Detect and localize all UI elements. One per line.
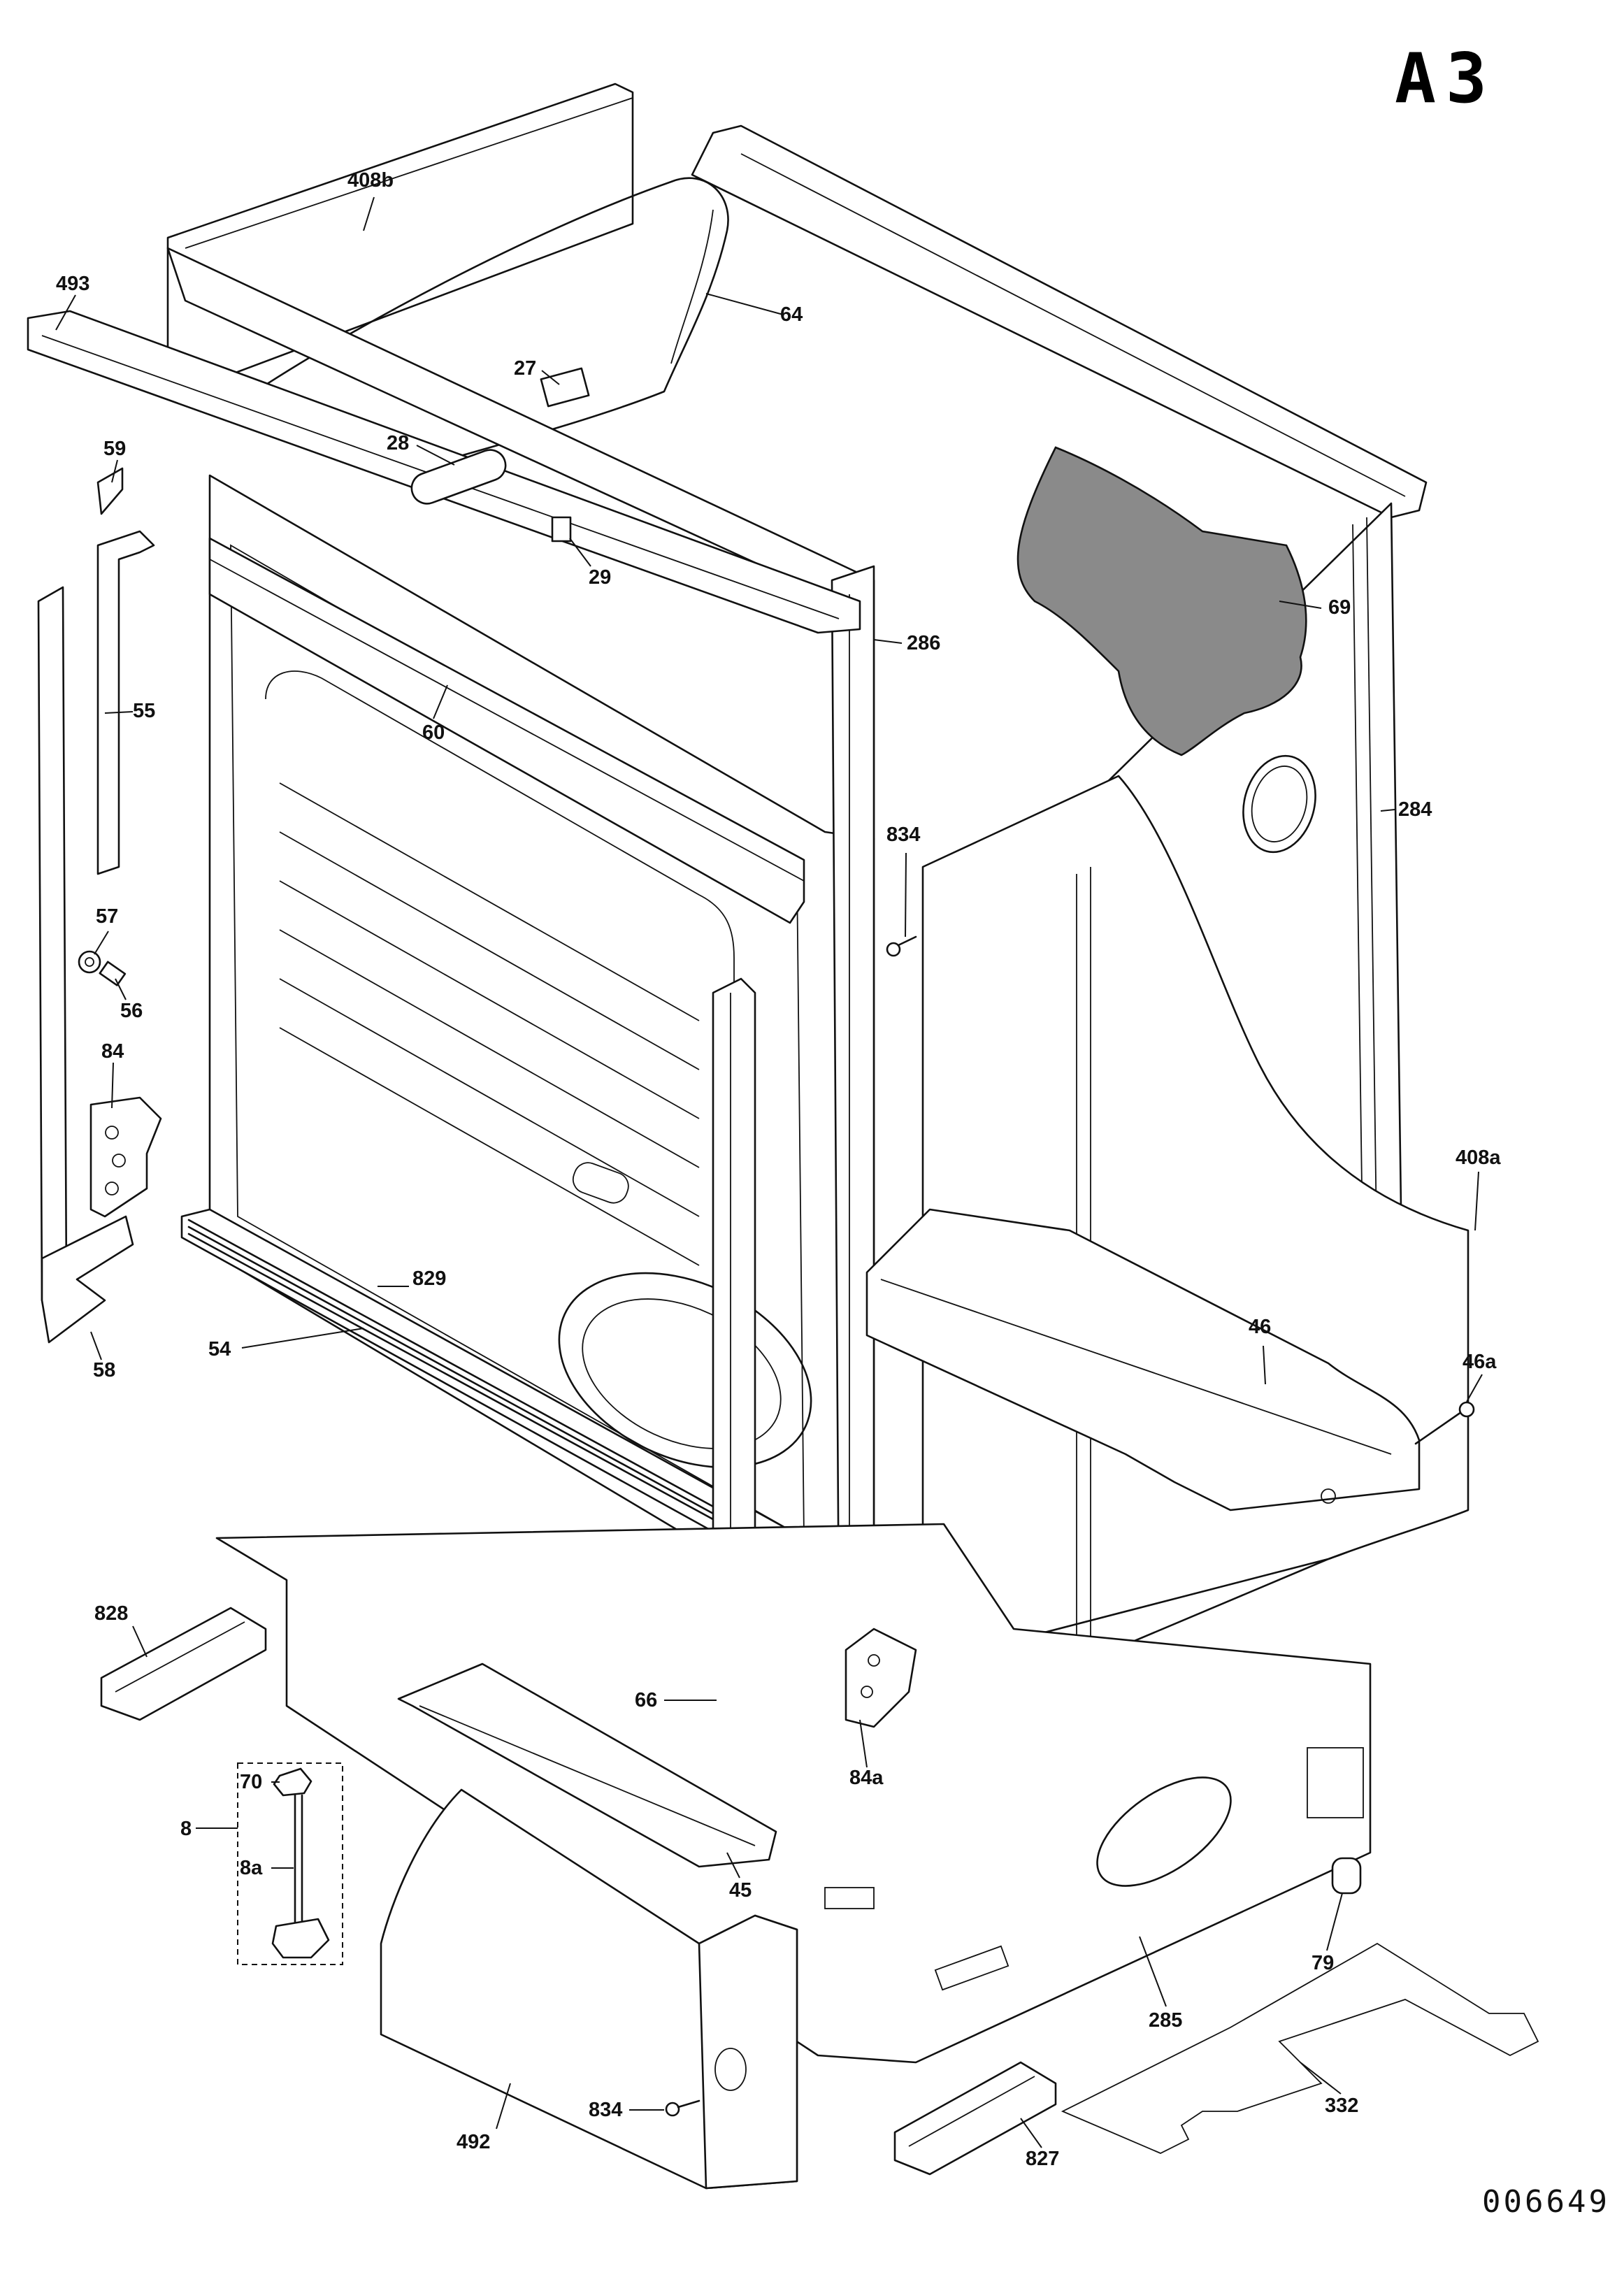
callout-84: 84 (101, 1040, 124, 1063)
callout-57: 57 (96, 905, 119, 928)
sheet-code: A3 (1395, 39, 1497, 119)
inner-top-rail (208, 537, 805, 924)
callout-408a: 408a (1456, 1147, 1501, 1169)
insulation-blanket (1016, 446, 1307, 756)
leveling-rail-827 (893, 2061, 1057, 2176)
left-side-rail (96, 530, 155, 875)
base-frame (215, 1523, 1372, 2064)
callout-59: 59 (103, 438, 127, 460)
left-frame-upright (37, 586, 134, 1344)
top-right-channel (691, 124, 1428, 519)
callout-56: 56 (120, 1000, 143, 1022)
callout-45: 45 (729, 1879, 752, 1902)
top-duct (243, 177, 729, 477)
leveling-rail-828 (100, 1607, 267, 1721)
cover-tray-45 (397, 1662, 777, 1868)
callout-66: 66 (635, 1689, 658, 1711)
base-plate (1061, 1942, 1539, 2154)
screw-834-bottom (665, 2099, 700, 2117)
drawing-number: 006649 (1482, 2184, 1610, 2220)
callout-492: 492 (457, 2131, 491, 2153)
callout-54: 54 (208, 1338, 231, 1360)
leveling-foot-assembly (237, 1762, 343, 1965)
callout-834-top: 834 (886, 824, 921, 846)
callout-8: 8 (180, 1818, 192, 1840)
knob-79 (1331, 1857, 1362, 1895)
screw-834-top (886, 935, 917, 957)
callout-8a: 8a (240, 1857, 263, 1879)
callout-829: 829 (412, 1267, 447, 1290)
handle-28 (410, 449, 507, 505)
callout-29: 29 (589, 566, 612, 589)
callout-79: 79 (1312, 1952, 1335, 1974)
bolt-56 (99, 961, 127, 986)
callout-28: 28 (387, 432, 410, 454)
callout-827: 827 (1026, 2148, 1060, 2170)
callout-332: 332 (1325, 2095, 1359, 2117)
rear-top-rail (166, 82, 634, 393)
clip-59 (96, 467, 124, 515)
callout-46: 46 (1249, 1316, 1272, 1338)
screw-46a (1414, 1401, 1475, 1445)
cross-beam (865, 1208, 1421, 1511)
leader-lines (55, 196, 1483, 2148)
callout-58: 58 (93, 1359, 116, 1381)
washer-57 (78, 950, 101, 974)
callout-286: 286 (907, 632, 941, 654)
callout-408b: 408b (347, 169, 394, 192)
callout-55: 55 (133, 700, 156, 722)
callout-285: 285 (1149, 2009, 1183, 2032)
callout-64: 64 (780, 303, 803, 326)
callout-84a: 84a (849, 1767, 884, 1789)
callout-46a: 46a (1463, 1351, 1497, 1373)
bolt-29 (551, 516, 572, 543)
hinge-bracket-right (845, 1628, 917, 1728)
callout-284: 284 (1398, 798, 1432, 821)
callout-70: 70 (240, 1771, 263, 1793)
callout-27: 27 (514, 357, 537, 380)
hinge-bracket-left (89, 1096, 162, 1218)
callout-828: 828 (94, 1602, 129, 1625)
callout-69: 69 (1328, 596, 1351, 619)
callout-60: 60 (422, 721, 445, 744)
callout-834-bottom: 834 (589, 2099, 623, 2121)
clip-27 (540, 367, 590, 408)
toe-kick-panel (380, 1788, 798, 2190)
callout-493: 493 (56, 273, 90, 295)
